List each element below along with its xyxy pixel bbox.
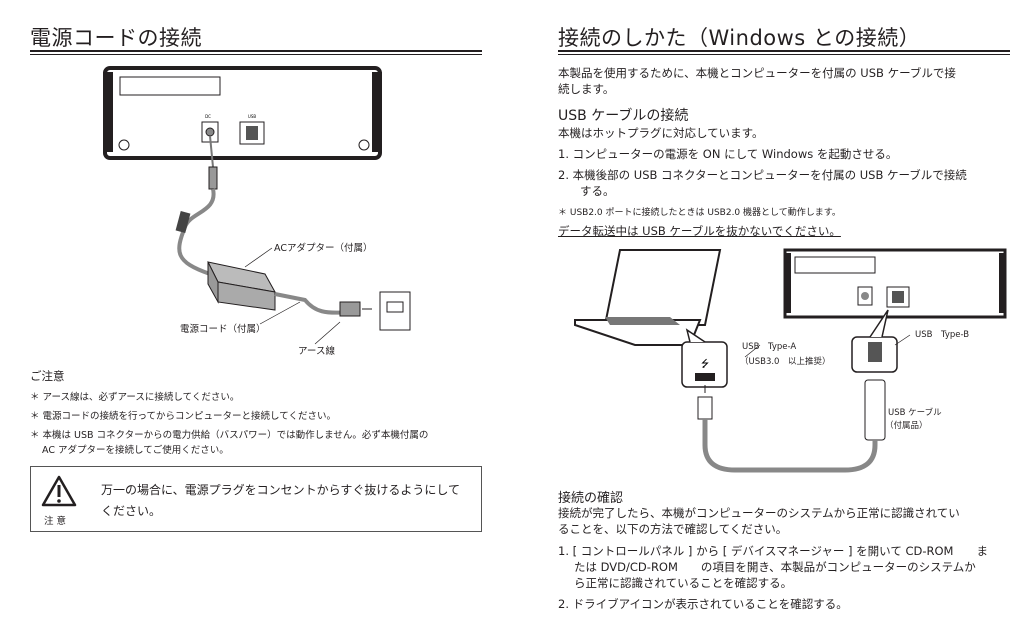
intro-text-cont: 続します。	[558, 82, 615, 96]
warning-label: 注 意	[44, 516, 67, 527]
confirm-step-2: 2. ドライブアイコンが表示されていることを確認する。	[558, 597, 848, 611]
note-item: ＊ 電源コードの接続を行ってからコンピューターと接続してください。	[30, 411, 336, 422]
type-a-sub-label: （USB3.0 以上推奨）	[740, 357, 831, 367]
usb-heading: USB ケーブルの接続	[558, 108, 689, 124]
usb2-note: ＊ USB2.0 ポートに接続したときは USB2.0 機器として動作します。	[558, 208, 841, 218]
usb-cable-sub-label: （付属品）	[885, 421, 928, 431]
warning-text-cont: ください。	[101, 504, 162, 518]
title-rule	[30, 50, 482, 55]
usb-cable-label: USB ケーブル	[888, 408, 942, 418]
confirm-step-1-cont: たは DVD/CD-ROM の項目を開き、本製品がコンピューターのシステムか	[574, 560, 976, 574]
step-2-cont: する。	[580, 184, 615, 198]
note-item-cont: AC アダプターを接続してご使用ください。	[42, 445, 229, 456]
page-title-power: 電源コードの接続	[30, 26, 202, 50]
hotplug-text: 本機はホットプラグに対応しています。	[558, 126, 764, 140]
dc-port-label: DC	[205, 114, 211, 119]
ac-adapter-label: ACアダプター（付属）	[274, 243, 373, 254]
power-connection-diagram: DC USB	[103, 66, 411, 345]
warning-box: 注 意 万一の場合に、電源プラグをコンセントからすぐ抜けるようにして ください。	[30, 466, 482, 532]
power-cord-label: 電源コード（付属）	[180, 324, 266, 335]
warning-text: 万一の場合に、電源プラグをコンセントからすぐ抜けるようにして	[101, 483, 461, 497]
type-b-label: USB Type-B	[915, 330, 970, 340]
note-item: ＊ アース線は、必ずアースに接続してください。	[30, 392, 240, 403]
step-2: 2. 本機後部の USB コネクターとコンピューターを付属の USB ケーブルで…	[558, 168, 967, 182]
usb-port-label: USB	[248, 114, 256, 119]
confirm-intro: 接続が完了したら、本機がコンピューターのシステムから正常に認識されてい	[558, 506, 960, 520]
title-rule	[558, 50, 1010, 55]
intro-text: 本製品を使用するために、本機とコンピューターを付属の USB ケーブルで接	[558, 66, 956, 80]
confirm-step-1: 1. [ コントロールパネル ] から [ デバイスマネージャー ] を開いて …	[558, 544, 988, 558]
confirm-step-1-cont2: ら正常に認識されていることを確認する。	[574, 576, 793, 590]
page-title-windows: 接続のしかた（Windows との接続）	[558, 26, 921, 50]
warning-triangle-icon	[41, 475, 77, 507]
confirm-heading: 接続の確認	[558, 491, 624, 506]
type-a-label: USB Type-A	[742, 342, 797, 352]
step-1: 1. コンピューターの電源を ON にして Windows を起動させる。	[558, 147, 898, 161]
confirm-intro-cont: ることを、以下の方法で確認してください。	[558, 522, 788, 536]
usb-connection-diagram: ⭍	[574, 248, 1007, 473]
usb-symbol-icon: ⭍	[701, 358, 709, 370]
note-item: ＊ 本機は USB コネクターからの電力供給（バスパワー）では動作しません。必ず…	[30, 430, 429, 441]
vent-left	[103, 72, 382, 152]
notes-heading: ご注意	[30, 369, 65, 383]
earth-wire-label: アース線	[298, 346, 335, 357]
caution-text: データ転送中は USB ケーブルを抜かないでください。	[558, 224, 841, 238]
